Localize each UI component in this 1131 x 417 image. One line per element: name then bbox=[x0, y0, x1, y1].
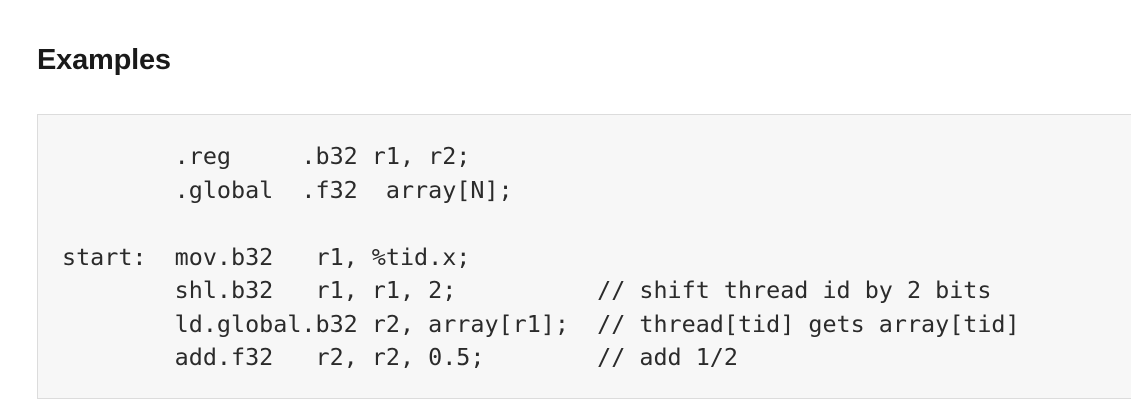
code-listing: .reg .b32 r1, r2; .global .f32 array[N];… bbox=[62, 140, 1131, 375]
code-line: .reg .b32 r1, r2; bbox=[62, 142, 471, 170]
code-line bbox=[62, 207, 1131, 241]
code-line: ld.global.b32 r2, array[r1]; // thread[t… bbox=[62, 309, 1020, 338]
code-line: start: mov.b32 r1, %tid.x; bbox=[62, 242, 471, 271]
code-line: add.f32 r2, r2, 0.5; // add 1/2 bbox=[62, 343, 738, 371]
code-line: shl.b32 r1, r1, 2; // shift thread id by… bbox=[62, 276, 992, 304]
code-block: .reg .b32 r1, r2; .global .f32 array[N];… bbox=[37, 114, 1131, 399]
code-line: .global .f32 array[N]; bbox=[62, 175, 513, 204]
section-heading: Examples bbox=[37, 44, 171, 76]
